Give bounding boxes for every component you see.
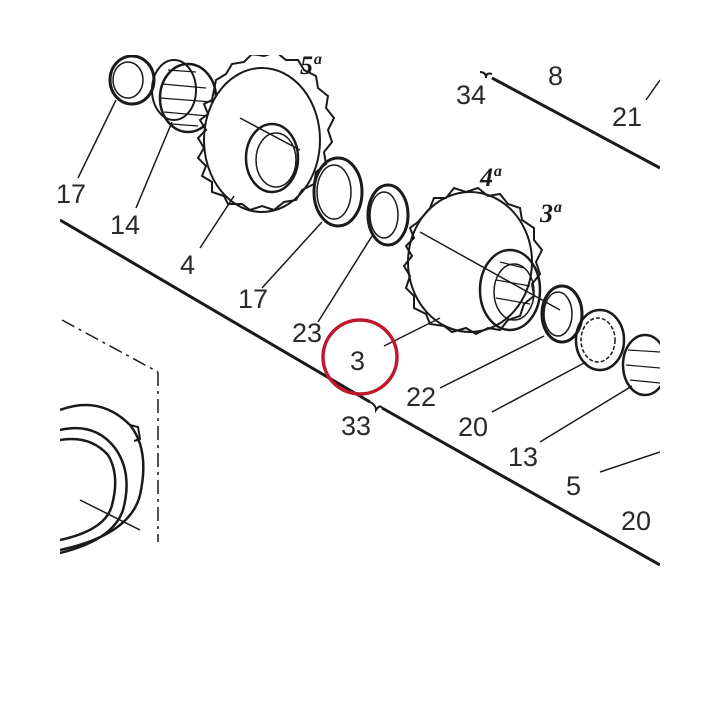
gear-mark-fourth: 4ª — [479, 163, 502, 192]
needle-bearing-14 — [151, 59, 218, 134]
leader-4 — [199, 195, 235, 249]
gear-mark-fifth: 5ª — [300, 51, 322, 80]
callout-34: 34 — [456, 80, 486, 110]
callout-3-highlighted: 3 — [350, 346, 365, 376]
leader-23 — [317, 235, 373, 323]
leader-17-left — [77, 99, 117, 179]
callout-22: 22 — [406, 382, 436, 412]
callout-14: 14 — [110, 210, 140, 240]
snap-ring-17-left-inner — [112, 61, 144, 99]
needle-bearing-13 — [621, 333, 660, 397]
callout-23: 23 — [292, 318, 322, 348]
housing-centerline-top — [61, 319, 159, 373]
bracket-33 — [369, 401, 383, 414]
leader-20 — [491, 361, 587, 413]
callout-13: 13 — [508, 442, 538, 472]
callout-20-edge: 20 — [621, 506, 651, 536]
splined-washer-20-inner — [580, 317, 616, 363]
snap-ring-17-mid — [312, 156, 364, 228]
gear-mark-third: 3ª — [539, 199, 562, 228]
shaft-outline-lower-right — [381, 406, 660, 567]
leader-13 — [539, 385, 633, 443]
callout-21: 21 — [612, 102, 642, 132]
leader-14 — [135, 121, 173, 209]
gear-4th-3rd-cluster — [402, 186, 561, 336]
leader-21 — [645, 79, 660, 101]
ring-22-inner — [543, 291, 573, 337]
callout-17-mid: 17 — [238, 284, 268, 314]
ring-23-inner — [369, 191, 399, 239]
callout-33: 33 — [341, 411, 371, 441]
highlight-circle — [321, 318, 399, 396]
shaft-outline-lower-left — [60, 218, 371, 404]
snap-ring-17-mid-inner — [316, 164, 352, 220]
leader-17-mid — [261, 221, 323, 289]
housing-part — [60, 403, 145, 555]
callout-20: 20 — [458, 412, 488, 442]
ring-23 — [366, 183, 410, 247]
leader-22 — [439, 335, 545, 389]
callout-8: 8 — [548, 61, 563, 91]
ring-22 — [540, 284, 584, 344]
leader-5 — [599, 451, 660, 473]
callout-4: 4 — [180, 250, 195, 280]
shaft-outline-upper-right — [491, 76, 660, 170]
callout-5: 5 — [566, 471, 581, 501]
bracket-34 — [479, 71, 493, 79]
splined-washer-20 — [574, 308, 626, 372]
callout-17-left: 17 — [56, 179, 86, 209]
